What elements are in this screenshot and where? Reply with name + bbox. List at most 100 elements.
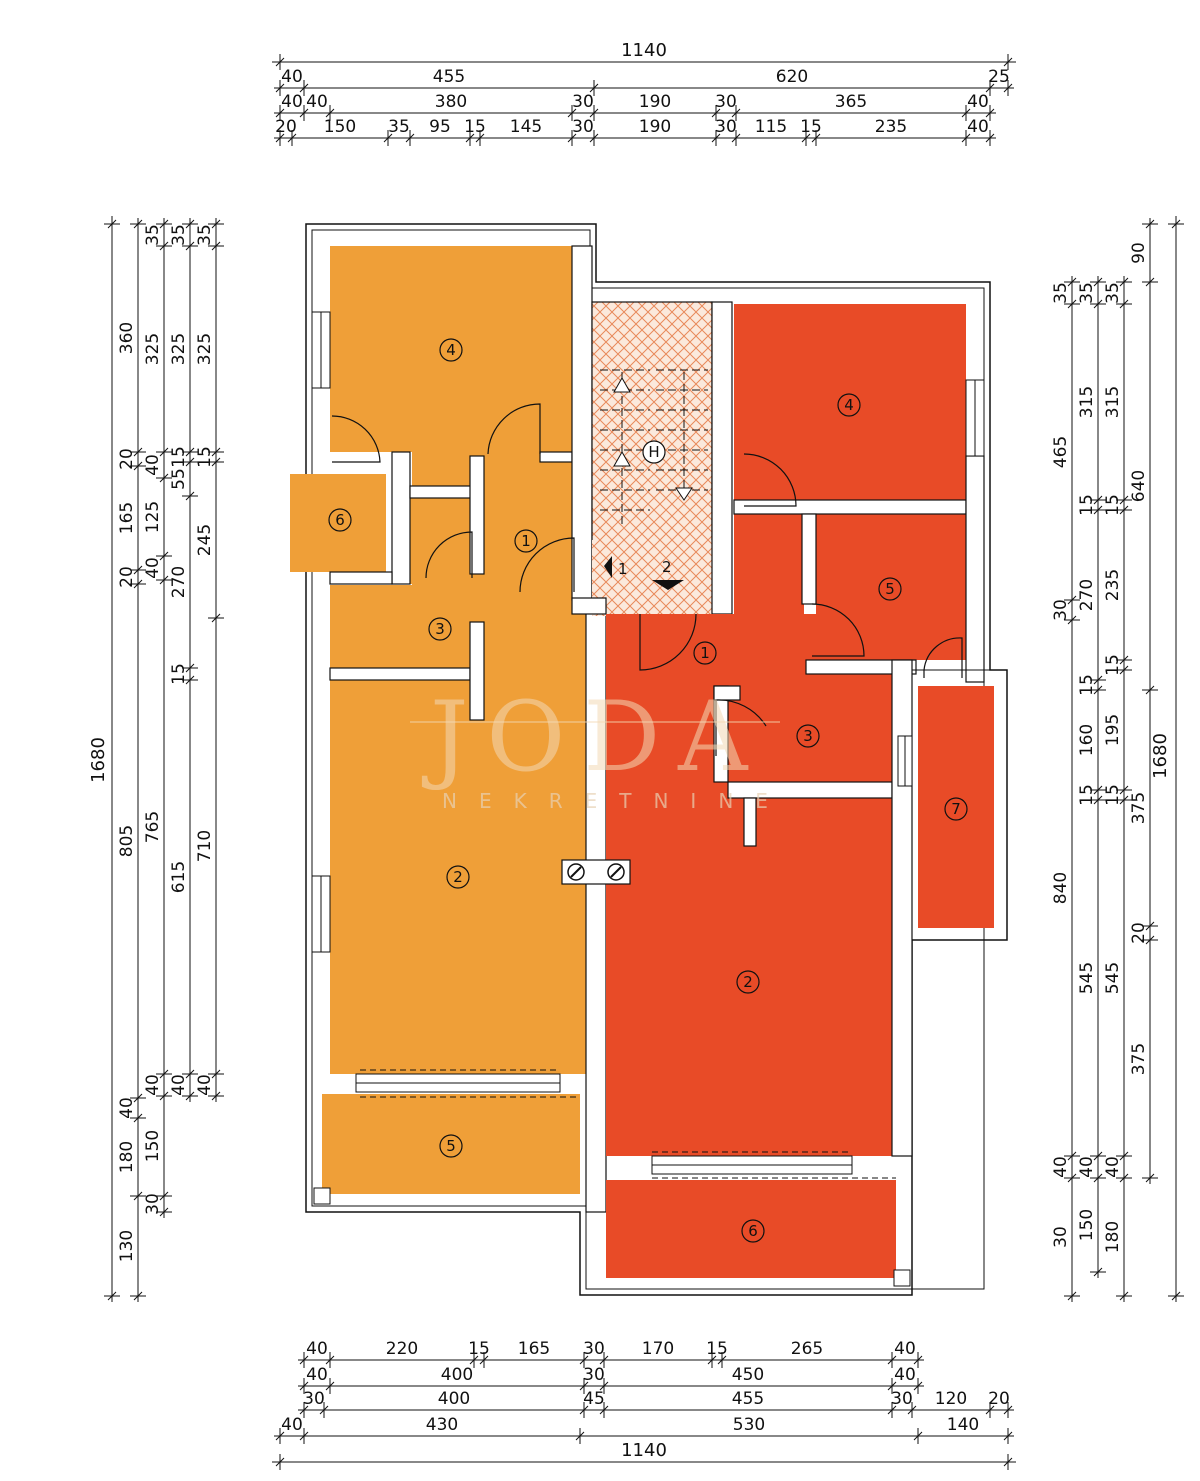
dim-label: 765 — [143, 811, 163, 843]
room-marker-icon — [693, 641, 717, 665]
dim-tick — [133, 1291, 143, 1301]
left-room-number-2: 2 — [446, 865, 470, 889]
stair-arrow-1-icon — [604, 556, 612, 578]
dim-label: 15 — [800, 117, 822, 137]
dim-tick — [887, 1405, 897, 1415]
left-room-label: 5 — [446, 1137, 456, 1155]
dim-tick — [1119, 495, 1129, 505]
dim-tick — [589, 83, 599, 93]
dim-tick — [731, 133, 741, 143]
dim-tick — [159, 219, 169, 229]
dim-tick — [479, 1355, 489, 1365]
left-partition-g — [329, 571, 393, 585]
dim-tick — [961, 133, 971, 143]
left-partition-b — [409, 485, 473, 499]
right-room-number-6: 6 — [741, 1219, 765, 1243]
left-room-label: 1 — [521, 532, 531, 550]
left-balcony-5 — [322, 1094, 580, 1194]
dim-tick — [185, 663, 195, 673]
dim-tick — [589, 133, 599, 143]
dim-label: 125 — [143, 501, 163, 533]
dim-label: 190 — [639, 117, 671, 137]
dim-tick — [985, 133, 995, 143]
stair-flight-1-label: 1 — [618, 560, 628, 578]
stair-wall-west — [571, 597, 607, 615]
dim-tick — [1093, 1173, 1103, 1183]
dim-label: 35 — [388, 117, 410, 137]
dim-tick — [325, 1355, 335, 1365]
dim-label: 375 — [1129, 1043, 1149, 1075]
right-partition-b — [801, 513, 817, 605]
dim-label: 235 — [1103, 569, 1123, 601]
right-room-label: 5 — [885, 580, 895, 598]
dim-label: 40 — [306, 1365, 328, 1385]
dim-tick — [1093, 685, 1103, 695]
dim-label: 840 — [1051, 872, 1071, 904]
room-marker-icon — [796, 724, 820, 748]
dim-label: 95 — [429, 117, 451, 137]
right-partition-h — [891, 659, 913, 1157]
dim-tick — [185, 447, 195, 457]
dim-tick — [1093, 495, 1103, 505]
left-partition-f — [539, 451, 573, 463]
dim-total-left: 1680 — [88, 737, 109, 783]
dim-label: 30 — [891, 1389, 913, 1409]
dim-tick — [211, 447, 221, 457]
dim-label: 805 — [117, 825, 137, 857]
door-swing-left-6 — [331, 415, 381, 463]
dim-tick — [1093, 1267, 1103, 1277]
left-room-label: 2 — [453, 868, 463, 886]
hydrant-label: H — [648, 443, 659, 461]
dim-tick — [133, 565, 143, 575]
left-partition-d — [329, 667, 471, 681]
left-partition-c — [469, 455, 485, 575]
door-swing-right-7 — [923, 637, 963, 678]
dim-tick — [1067, 1291, 1077, 1301]
dim-label: 615 — [169, 861, 189, 893]
dim-tick — [1119, 1151, 1129, 1161]
dim-label: 15 — [706, 1339, 728, 1359]
left-room-3 — [330, 585, 470, 669]
dim-tick — [159, 473, 169, 483]
dim-label: 40 — [967, 117, 989, 137]
dim-label: 40 — [894, 1365, 916, 1385]
dim-label: 245 — [195, 524, 215, 556]
dim-tick — [913, 1431, 923, 1441]
dim-tick — [275, 83, 285, 93]
dim-tick — [133, 447, 143, 457]
room-marker-icon — [837, 393, 861, 417]
dim-label: 145 — [510, 117, 542, 137]
dim-tick — [185, 1069, 195, 1079]
dim-tick — [1145, 1173, 1155, 1183]
dim-tick — [211, 457, 221, 467]
left-room-6 — [290, 474, 386, 572]
dim-tick — [159, 551, 169, 561]
dim-label: 360 — [117, 322, 137, 354]
door-swing-right-4 — [743, 453, 797, 507]
dim-tick — [159, 447, 169, 457]
dim-tick — [1119, 277, 1129, 287]
room-marker-icon — [428, 617, 452, 641]
dim-tick — [325, 1381, 335, 1391]
dim-tick — [579, 1355, 589, 1365]
door-swing-left-4 — [487, 403, 541, 455]
dim-label: 160 — [1077, 724, 1097, 756]
dim-label: 455 — [433, 67, 465, 87]
dim-tick — [299, 1355, 309, 1365]
dim-tick — [185, 457, 195, 467]
room-marker-icon — [439, 338, 463, 362]
dim-tick — [299, 83, 309, 93]
dim-tick — [299, 1405, 309, 1415]
dim-label: 15 — [169, 446, 189, 468]
left-east-wall — [571, 245, 593, 601]
dim-label: 25 — [988, 67, 1010, 87]
dim-label: 120 — [935, 1389, 967, 1409]
left-room-number-6: 6 — [328, 508, 352, 532]
right-room-5 — [816, 514, 966, 660]
dim-label: 35 — [143, 224, 163, 246]
dim-label: 325 — [169, 333, 189, 365]
right-partition-i — [965, 455, 985, 683]
dim-tick — [211, 1091, 221, 1101]
dim-label: 40 — [281, 92, 303, 112]
